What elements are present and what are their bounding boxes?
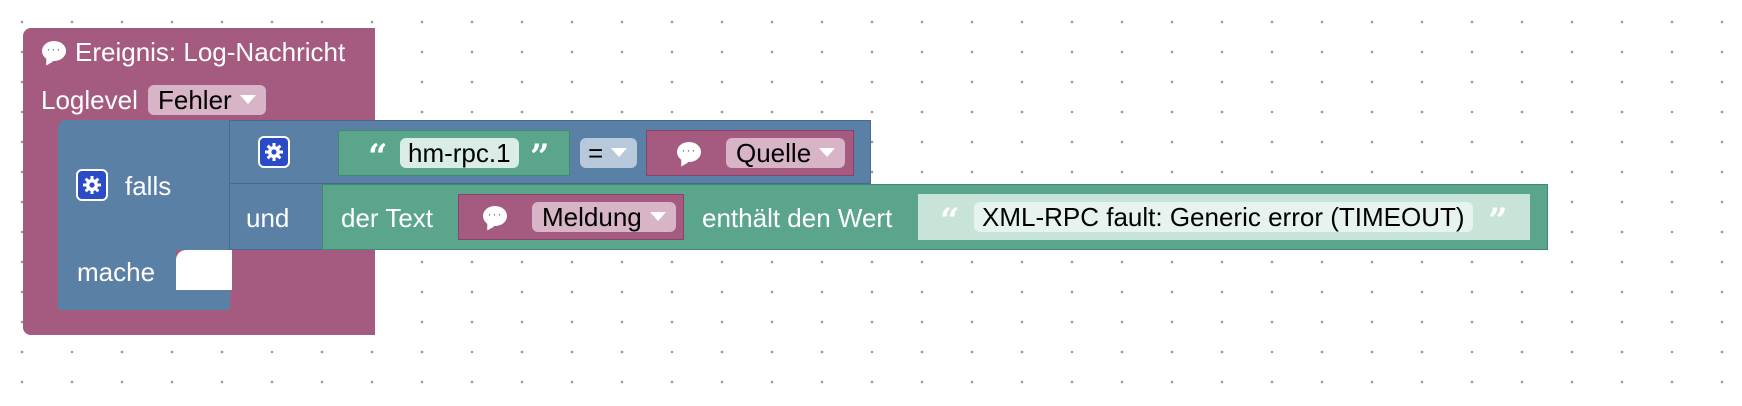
speech-bubble-icon: ··· [677, 142, 701, 162]
event-block-footer [23, 314, 375, 335]
if-block-bottom [58, 290, 230, 310]
quote-open-icon: “ [368, 137, 388, 177]
chevron-down-icon [239, 95, 256, 104]
und-label: und [246, 203, 290, 233]
quote-open-icon: “ [940, 201, 960, 241]
loglevel-label: Loglevel [41, 85, 138, 115]
source-value: Quelle [736, 138, 812, 168]
loglevel-value: Fehler [158, 85, 232, 115]
gear-icon[interactable] [76, 169, 108, 201]
speech-bubble-icon: ··· [483, 206, 507, 226]
operator-dropdown[interactable]: = [580, 138, 638, 168]
search-string-value[interactable]: XML-RPC fault: Generic error (TIMEOUT) [974, 202, 1473, 232]
string-value[interactable]: hm-rpc.1 [400, 138, 519, 168]
chevron-down-icon [819, 148, 836, 157]
falls-label: falls [125, 171, 172, 201]
operator-value: = [588, 138, 604, 168]
gear-icon[interactable] [258, 136, 290, 168]
mache-statement-slot[interactable] [176, 250, 232, 290]
field-value: Meldung [542, 202, 642, 232]
source-dropdown[interactable]: Quelle [726, 138, 846, 168]
field-dropdown[interactable]: Meldung [532, 202, 676, 232]
speech-bubble-icon: ··· [42, 41, 66, 61]
and-block-left [229, 184, 324, 250]
loglevel-dropdown[interactable]: Fehler [148, 85, 266, 115]
chevron-down-icon [649, 212, 666, 221]
quote-close-icon: ” [530, 137, 550, 177]
chevron-down-icon [611, 148, 628, 157]
event-title: Ereignis: Log-Nachricht [75, 37, 346, 67]
der-text-label: der Text [341, 203, 434, 233]
mache-label: mache [77, 257, 156, 287]
contains-label: enthält den Wert [702, 203, 893, 233]
quote-close-icon: ” [1488, 201, 1508, 241]
